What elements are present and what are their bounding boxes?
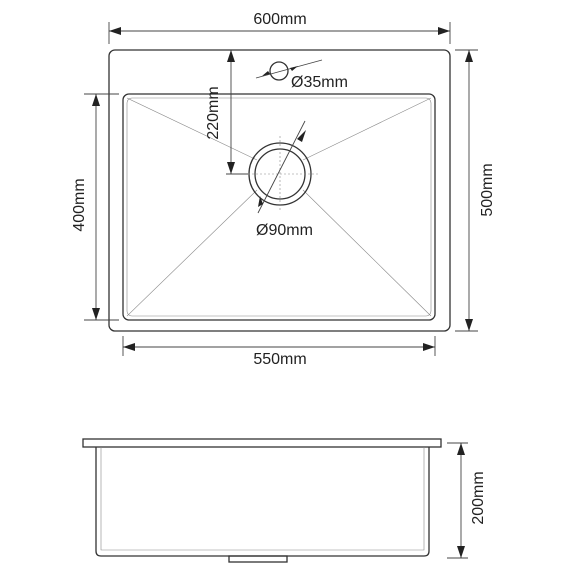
dim-220 [226, 50, 248, 175]
label-drain-diameter: Ø90mm [256, 222, 313, 239]
label-400mm: 400mm [71, 178, 88, 231]
inner-bowl-inset [126, 97, 432, 317]
dim-200 [447, 442, 468, 559]
tap-hole [255, 59, 323, 81]
dim-500 [455, 49, 478, 332]
side-view [82, 438, 442, 563]
inner-bowl [122, 93, 436, 321]
label-600mm: 600mm [253, 11, 306, 28]
label-550mm: 550mm [253, 351, 306, 368]
dim-550 [122, 336, 436, 356]
dim-600 [108, 22, 451, 44]
label-500mm: 500mm [479, 163, 496, 216]
outer-rim [108, 49, 451, 332]
label-200mm: 200mm [470, 471, 487, 524]
bowl-slope-lines [126, 97, 432, 317]
dim-400 [84, 93, 119, 321]
label-220mm: 220mm [205, 86, 222, 139]
label-tap-diameter: Ø35mm [291, 74, 348, 91]
drain-hole [240, 120, 320, 214]
